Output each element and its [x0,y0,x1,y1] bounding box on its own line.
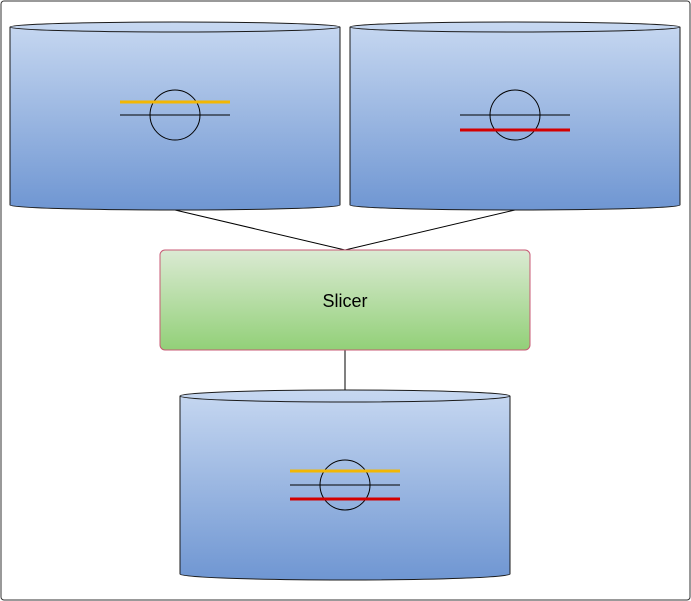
slicer-rect [159,249,531,351]
connector-left-db-to-slicer [174,209,346,251]
data-segment-icon [120,89,230,141]
database-top-right [349,21,681,211]
segment-circle-icon [489,89,541,141]
database-top-rim [179,395,511,403]
data-segment-icon [290,459,400,511]
data-segment-icon [460,89,570,141]
slicer-label: Slicer [322,291,367,311]
connectors [174,209,516,390]
segment-circle-icon [149,89,201,141]
database-top-rim [349,26,681,33]
slicer-box: Slicer [159,249,531,351]
database-body [9,21,341,211]
database-bottom [179,389,511,581]
database-top-rim [9,26,341,33]
database-top-left [9,21,341,211]
segment-circle-icon [319,459,371,511]
connector-right-db-to-slicer [344,209,516,251]
database-body [349,21,681,211]
